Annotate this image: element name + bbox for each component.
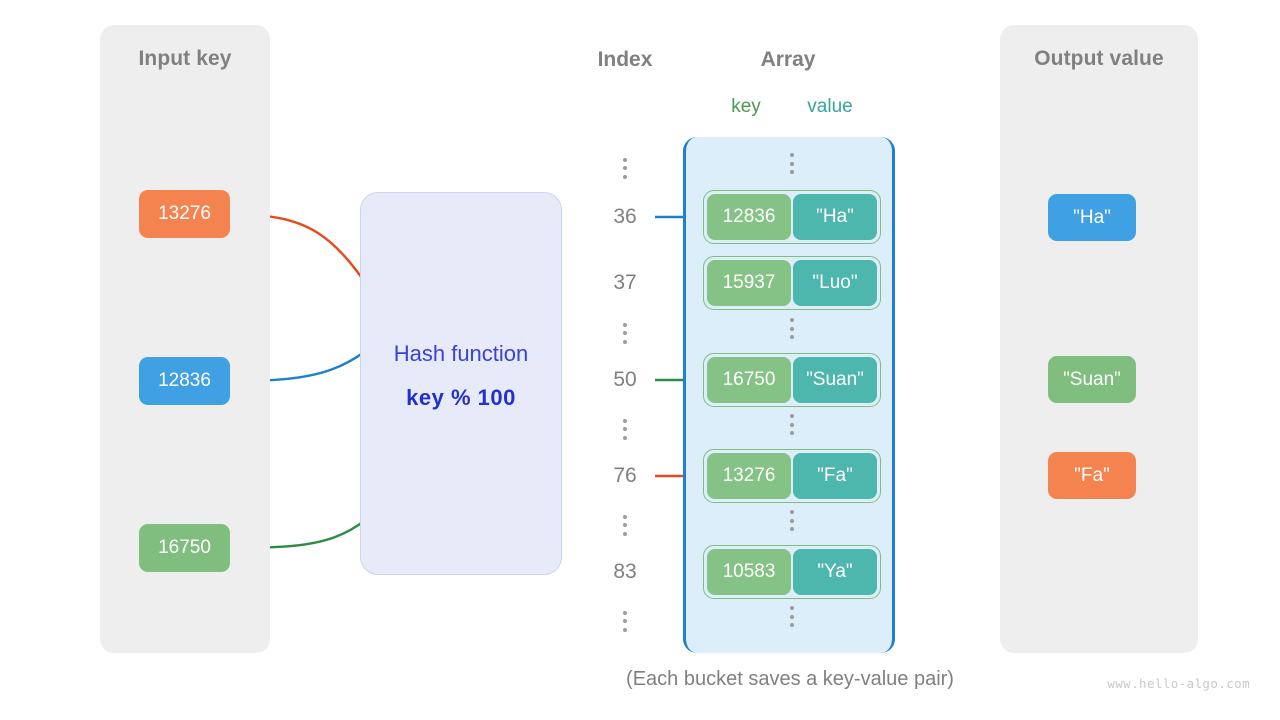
index-label-83: 83 xyxy=(613,560,637,583)
array-ellipsis xyxy=(686,510,898,531)
bucket-50[interactable]: 16750 "Suan" xyxy=(703,353,881,407)
index-column-header: Index xyxy=(597,48,653,71)
bucket-key: 15937 xyxy=(707,260,791,306)
output-value-pill-Fa[interactable]: "Fa" xyxy=(1048,452,1136,499)
output-value-panel: Output value xyxy=(1000,25,1198,653)
index-ellipsis xyxy=(585,318,665,348)
array-ellipsis xyxy=(686,318,898,339)
watermark: www.hello-algo.com xyxy=(1107,676,1250,691)
array-ellipsis xyxy=(686,414,898,435)
bucket-83[interactable]: 10583 "Ya" xyxy=(703,545,881,599)
bucket-36[interactable]: 12836 "Ha" xyxy=(703,190,881,244)
index-label-76: 76 xyxy=(613,464,637,487)
index-column: 36 37 50 76 83 xyxy=(585,137,665,653)
bucket-key: 16750 xyxy=(707,357,791,403)
index-label-36: 36 xyxy=(613,205,637,228)
value-subheader: value xyxy=(807,96,853,117)
hash-function-box: Hash function key % 100 xyxy=(360,192,562,575)
bucket-key: 13276 xyxy=(707,453,791,499)
index-label-50: 50 xyxy=(613,368,637,391)
array-column-header: Array xyxy=(760,48,816,71)
caption-text: (Each bucket saves a key-value pair) xyxy=(626,668,954,690)
input-key-pill-12836[interactable]: 12836 xyxy=(139,357,230,405)
bucket-key: 10583 xyxy=(707,549,791,595)
bucket-key: 12836 xyxy=(707,194,791,240)
array-container: 12836 "Ha" 15937 "Luo" 16750 "Suan" 1327… xyxy=(683,137,895,653)
output-value-pill-Ha[interactable]: "Ha" xyxy=(1048,194,1136,241)
bucket-value: "Suan" xyxy=(793,357,877,403)
hash-function-label: Hash function xyxy=(393,341,529,366)
index-label-37: 37 xyxy=(613,271,637,294)
bucket-76[interactable]: 13276 "Fa" xyxy=(703,449,881,503)
key-subheader: key xyxy=(731,96,761,117)
index-ellipsis xyxy=(585,153,665,183)
bucket-value: "Fa" xyxy=(793,453,877,499)
array-ellipsis xyxy=(686,153,898,174)
bucket-37[interactable]: 15937 "Luo" xyxy=(703,256,881,310)
array-ellipsis xyxy=(686,606,898,627)
index-ellipsis xyxy=(585,414,665,444)
input-panel-title: Input key xyxy=(138,47,232,70)
output-value-pill-Suan[interactable]: "Suan" xyxy=(1048,356,1136,403)
index-ellipsis xyxy=(585,510,665,540)
input-key-pill-16750[interactable]: 16750 xyxy=(139,524,230,572)
bucket-value: "Ha" xyxy=(793,194,877,240)
input-key-pill-13276[interactable]: 13276 xyxy=(139,190,230,238)
output-panel-title: Output value xyxy=(1034,47,1164,70)
bucket-value: "Luo" xyxy=(793,260,877,306)
bucket-value: "Ya" xyxy=(793,549,877,595)
index-ellipsis xyxy=(585,606,665,636)
hash-function-formula: key % 100 xyxy=(406,385,516,410)
